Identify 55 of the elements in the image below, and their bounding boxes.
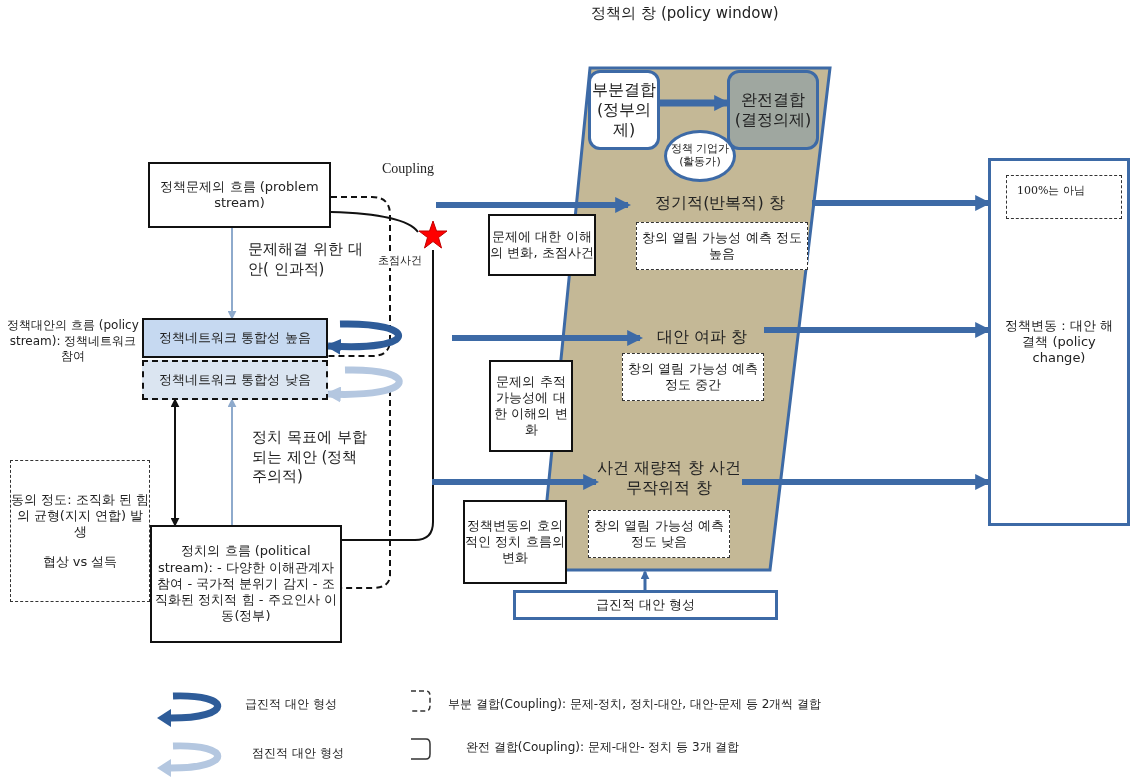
arrow xyxy=(170,398,180,527)
box-text: 대안 여파 창 xyxy=(656,327,748,347)
legend-text: 점진적 대안 형성 xyxy=(252,746,344,762)
legend-text: 부분 결합(Coupling): 문제-정치, 정치-대안, 대안-문제 등 2개씩 결합 xyxy=(448,697,822,713)
box-text: 문제의 추적가능성에 대한 이해의 변화 xyxy=(493,373,569,439)
note-box xyxy=(588,510,730,558)
box-text: 창의 열림 가능성 예측 정도 중간 xyxy=(627,360,759,394)
box-text: 정치의 흐름 (political stream): - 다양한 이해관계자 참여 - 국가적 분위기 감지 - 조직화된 정치적 힘 - 주요인사 이동(정부) xyxy=(154,543,338,625)
text-box xyxy=(463,500,567,584)
box-text: 문제에 대한 이해의 변화, 초점사건 xyxy=(490,228,594,262)
coupling-line xyxy=(327,196,391,357)
event-label: 초점사건 xyxy=(378,254,422,269)
coupling-label: Coupling xyxy=(380,160,436,178)
box-text: 정기적(반복적) 창 xyxy=(655,193,785,213)
box-text: 정책네트워크 통합성 낮음 xyxy=(159,371,311,389)
rounded-box xyxy=(727,70,819,150)
thick-arrow xyxy=(432,474,600,490)
arrow xyxy=(227,398,237,526)
arrow xyxy=(640,570,650,590)
box-text: 급진적 대안 형성 xyxy=(595,596,696,614)
thick-arrow xyxy=(436,197,632,213)
thick-arrow xyxy=(452,330,644,346)
box-text: 창의 열림 가능성 예측 정도 높음 xyxy=(641,229,803,263)
box-text: 정책변동의 호의적인 정치 흐름의 변화 xyxy=(465,517,565,567)
note-box xyxy=(1006,175,1122,219)
note-box xyxy=(622,353,764,401)
text-box xyxy=(142,318,328,358)
box-text: 창의 열림 가능성 예측 정도 낮음 xyxy=(593,517,725,551)
box-text: 사건 재량적 창 사건 무작위적 창 xyxy=(596,458,742,498)
legend-text: 완전 결합(Coupling): 문제-대안- 정치 등 3개 결합 xyxy=(466,740,740,756)
coupling-line xyxy=(330,211,419,233)
coupling-line xyxy=(341,249,434,541)
text-box xyxy=(489,360,573,452)
arrow xyxy=(227,227,237,320)
box-text: 동의 정도: 조직화 된 힘의 균형(지지 연합) 발생 xyxy=(11,491,149,541)
box-text: 부분결합 (정부의제) xyxy=(591,80,657,140)
note-box xyxy=(636,222,808,270)
note-box xyxy=(10,460,150,602)
body-text: 협상 vs 설득 xyxy=(42,554,118,571)
legend-text: 급진적 대안 형성 xyxy=(245,697,337,713)
result-panel xyxy=(988,158,1130,526)
box-text: 100%는 아님 xyxy=(1017,184,1085,198)
stream-label: 정책대안의 흐름 (policy stream): 정책네트워크 참여 xyxy=(6,318,140,365)
text-box xyxy=(488,214,596,276)
text-box xyxy=(513,590,778,620)
box-text: 정책 기업가 (활동가) xyxy=(669,143,731,169)
box-text: 정책네트워크 통합성 높음 xyxy=(159,329,311,347)
window-title: 정책의 창 (policy window) xyxy=(590,4,780,23)
box-text: 정책문제의 흐름 (problem stream) xyxy=(159,178,320,212)
text-box xyxy=(150,525,342,643)
text-box xyxy=(142,360,328,400)
box-text: 완전결합 (결정의제) xyxy=(733,90,813,130)
text-box xyxy=(148,162,331,228)
box-text: 정책변동 : 대안 해결책 (policy change) xyxy=(1004,317,1114,367)
rounded-box xyxy=(588,70,660,150)
